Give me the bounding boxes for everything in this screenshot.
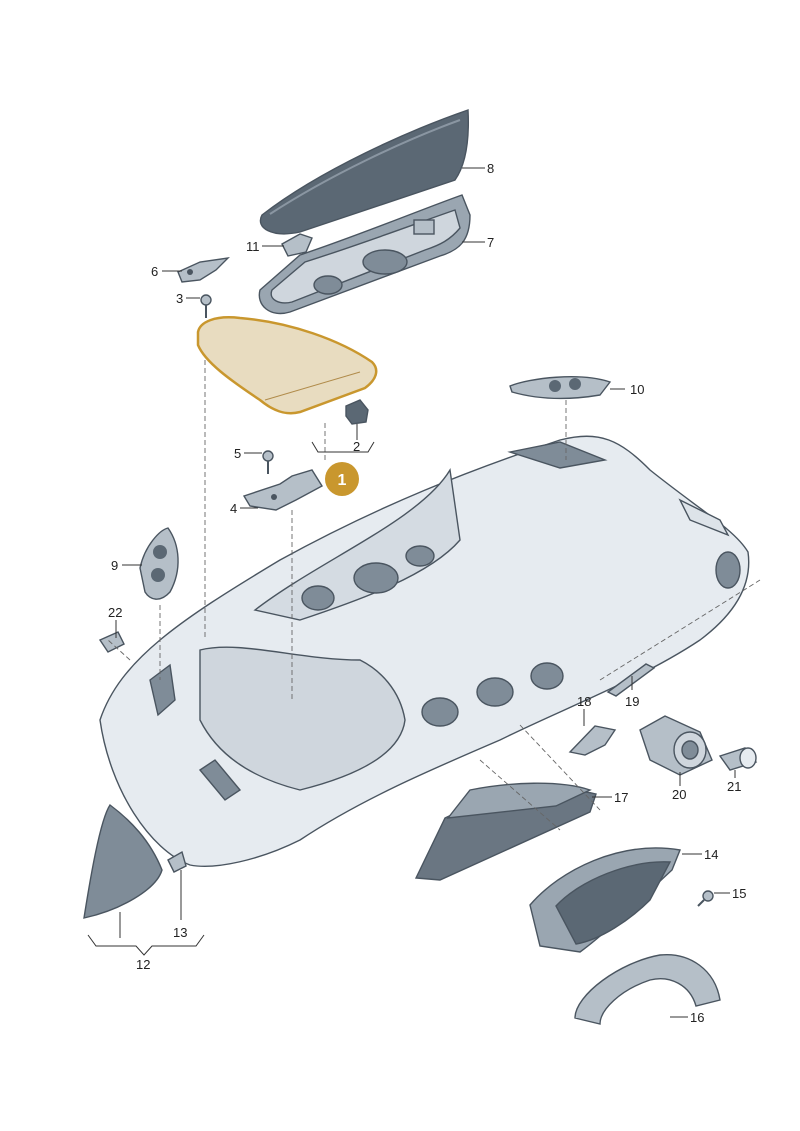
part-12-side-panel[interactable] — [83, 803, 163, 919]
leader-lines — [87, 167, 736, 1018]
part-13-clip[interactable] — [167, 850, 187, 873]
part-17-panel[interactable] — [414, 782, 597, 881]
part-1-highlighted-cover[interactable] — [196, 316, 378, 415]
callout-label-17: 17 — [614, 790, 628, 805]
part-18-cover[interactable] — [568, 725, 617, 756]
callout-label-18: 18 — [577, 694, 591, 709]
highlight-badge[interactable]: 1 — [325, 462, 359, 496]
part-7-upper-frame[interactable] — [258, 194, 471, 315]
callout-label-7: 7 — [487, 235, 494, 250]
part-19-trim-strip[interactable] — [606, 663, 656, 697]
callout-label-11: 11 — [246, 239, 260, 254]
part-3-screw[interactable] — [200, 294, 212, 318]
callout-label-6: 6 — [151, 264, 158, 279]
callout-label-19: 19 — [625, 694, 639, 709]
part-16-column-shroud[interactable] — [574, 954, 721, 1025]
part-20-switch[interactable] — [639, 715, 713, 776]
part-21-knob[interactable] — [718, 747, 758, 771]
callout-label-14: 14 — [704, 847, 718, 862]
callout-label-22: 22 — [108, 605, 122, 620]
part-22-clip[interactable] — [98, 631, 125, 653]
callout-labels: 8 7 11 6 3 2 10 5 4 9 22 19 18 20 21 17 … — [108, 161, 746, 1025]
callout-label-20: 20 — [672, 787, 686, 802]
callout-label-8: 8 — [487, 161, 494, 176]
part-6-cover[interactable] — [177, 257, 230, 283]
part-2-clip[interactable] — [345, 399, 369, 425]
callout-label-10: 10 — [630, 382, 644, 397]
part-14-instrument-housing[interactable] — [529, 847, 681, 953]
part-11-clip[interactable] — [281, 233, 313, 257]
callout-label-12: 12 — [136, 957, 150, 972]
callout-label-13: 13 — [173, 925, 187, 940]
callout-label-9: 9 — [111, 558, 118, 573]
part-4-bracket[interactable] — [242, 469, 323, 511]
dashboard-body[interactable] — [99, 435, 750, 867]
callout-label-16: 16 — [690, 1010, 704, 1025]
part-15-screw[interactable] — [697, 890, 714, 907]
part-8-upper-panel[interactable] — [259, 109, 470, 235]
callout-label-4: 4 — [230, 501, 237, 516]
callout-label-15: 15 — [732, 886, 746, 901]
callout-label-5: 5 — [234, 446, 241, 461]
callout-label-1: 1 — [338, 472, 347, 489]
callout-label-21: 21 — [727, 779, 741, 794]
assembly-lines — [107, 360, 761, 831]
part-9-side-vent[interactable] — [139, 527, 179, 600]
part-10-speaker-grille[interactable] — [509, 376, 612, 400]
callout-label-2: 2 — [353, 439, 360, 454]
callout-label-3: 3 — [176, 291, 183, 306]
part-5-screw[interactable] — [262, 450, 274, 474]
